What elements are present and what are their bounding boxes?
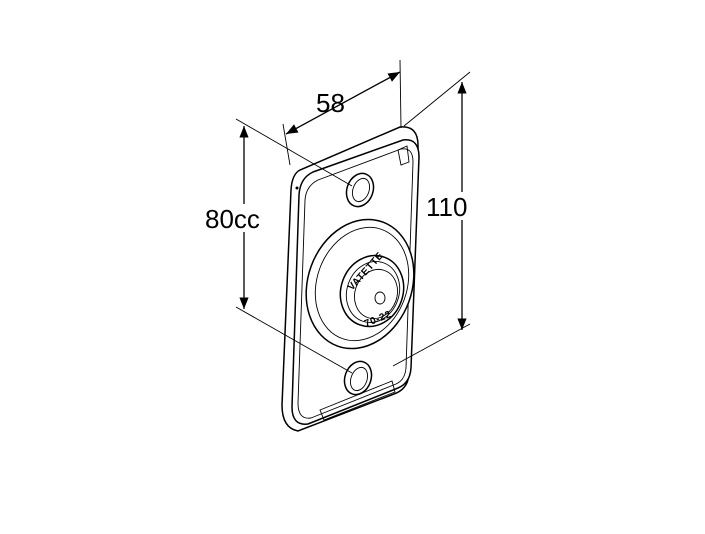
hole-spacing-label: 80cc: [205, 204, 260, 234]
plate-top-notch: [397, 145, 410, 166]
dimension-width: 58: [282, 59, 402, 166]
dimension-height: 110: [392, 71, 479, 367]
plate-chamfer-line: [297, 148, 414, 419]
width-label: 58: [316, 88, 345, 118]
mounting-hole-bottom: [343, 360, 373, 396]
center-boss: [305, 218, 415, 350]
extension-line-bottom-hole: [235, 306, 353, 374]
extension-line-left: [282, 123, 291, 166]
width-dimension-line: [285, 71, 401, 135]
extension-line-right: [399, 59, 402, 129]
label-background: [425, 192, 479, 220]
height-label: 110: [426, 192, 467, 222]
plate-edge-strip: [319, 380, 396, 421]
extension-line-top: [403, 71, 471, 127]
plate-marker-dot: [295, 186, 299, 190]
extension-line-top-hole: [235, 118, 353, 187]
center-pin-hole: [374, 291, 386, 305]
mounting-hole-top: [345, 172, 375, 208]
dimension-hole-spacing: 80cc: [205, 118, 353, 374]
label-background: [205, 204, 275, 232]
extension-line-bottom: [392, 323, 471, 367]
